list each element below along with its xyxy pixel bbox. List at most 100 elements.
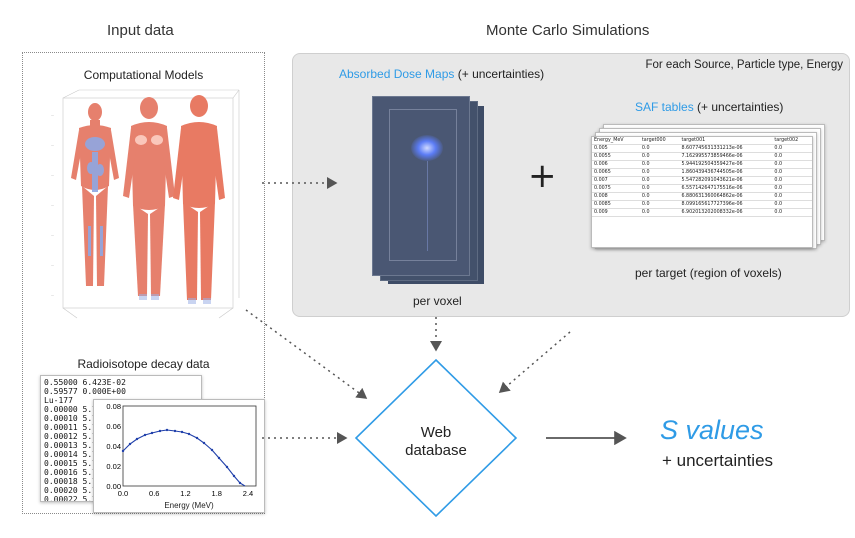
saf-table-cell: 0.0 [639, 152, 680, 161]
saf-table-cell: 7.162995573859466e-06 [679, 152, 773, 161]
decay-data-line: 0.00010 5.70 [44, 414, 102, 423]
saf-table-cell: 0.0 [639, 160, 680, 169]
saf-tables-label-highlight: SAF tables [635, 100, 694, 114]
web-database-line2: database [405, 442, 467, 459]
dose-maps-label-highlight: Absorbed Dose Maps [339, 67, 455, 81]
phantom-models-figure: ——————— [51, 89, 240, 319]
saf-table-cell: 5.547282091043621e-06 [679, 176, 773, 185]
saf-table-cell: 0.0 [772, 208, 812, 217]
saf-table-cell: 0.0 [772, 176, 812, 185]
input-data-header: Input data [107, 22, 174, 39]
saf-table-cell: 0.009 [592, 208, 640, 217]
saf-table-cell: 6.557142647175516e-06 [679, 184, 773, 193]
saf-table-cell: 0.008 [592, 192, 640, 201]
decay-xtick-label: 1.8 [212, 489, 222, 498]
saf-table-cell: 0.0 [639, 168, 680, 177]
saf-table-header: target002 [772, 137, 812, 145]
svg-text:—: — [51, 233, 54, 237]
saf-table-header: target001 [679, 137, 773, 145]
web-database-label: Web database [386, 424, 486, 460]
saf-table-cell: 0.0055 [592, 152, 640, 161]
saf-table-cell: 0.0 [772, 184, 812, 193]
computational-models-title: Computational Models [83, 68, 204, 82]
decay-data-line: 0.00012 5.70 [44, 432, 102, 441]
saf-table-cell: 0.0 [772, 168, 812, 177]
saf-table-cell: 0.0 [639, 144, 680, 153]
decay-data-line: 0.00015 5.70 [44, 459, 102, 468]
saf-table-cell: 5.944192504359427e-06 [679, 160, 773, 169]
decay-ytick-label: 0.08 [106, 402, 121, 411]
decay-data-line: 0.00022 5.70 [44, 495, 102, 502]
saf-tables-label-suffix: (+ uncertainties) [693, 100, 784, 114]
decay-data-line: 0.00018 5.70 [44, 477, 102, 486]
saf-table-cell: 8.099165617727396e-06 [679, 200, 773, 209]
decay-xtick-label: 0.6 [149, 489, 159, 498]
decay-data-line: 0.59577 0.000E+00 [44, 387, 126, 396]
saf-table-cell: 0.005 [592, 144, 640, 153]
dose-map-front [372, 96, 470, 276]
dose-hotspot [411, 135, 443, 161]
per-voxel-label: per voxel [413, 294, 462, 308]
decay-curve [122, 429, 246, 487]
dose-maps-label-suffix: (+ uncertainties) [454, 67, 545, 81]
web-database-diamond [354, 358, 518, 518]
saf-table-cell: 0.0 [639, 176, 680, 185]
saf-table-cell: 0.0 [639, 208, 680, 217]
svg-text:—: — [51, 173, 54, 177]
decay-data-line: 0.00016 5.70 [44, 468, 102, 477]
saf-table-cell: 0.0085 [592, 200, 640, 209]
monte-carlo-header: Monte Carlo Simulations [486, 22, 650, 39]
s-values-title: S values [660, 415, 764, 445]
decay-data-line: 0.00014 5.70 [44, 450, 102, 459]
saf-table-cell: 1.860439436744505e-06 [679, 168, 773, 177]
decay-data-line: Lu-177 [44, 396, 73, 405]
dose-maps-label: Absorbed Dose Maps (+ uncertainties) [339, 67, 544, 81]
saf-table-cell: 6.880631360064862e-06 [679, 192, 773, 201]
per-target-label: per target (region of voxels) [635, 266, 782, 280]
decay-data-line: 0.00011 5.70 [44, 423, 102, 432]
decay-ytick-label: 0.00 [106, 482, 121, 491]
saf-table-header: target000 [639, 137, 680, 145]
decay-data-line: 0.00020 5.70 [44, 486, 102, 495]
saf-table-cell: 0.007 [592, 176, 640, 185]
decay-xtick-label: 1.2 [180, 489, 190, 498]
monte-carlo-panel: For each Source, Particle type, Energy A… [292, 53, 850, 317]
saf-table-cell: 0.0 [639, 200, 680, 209]
decay-ytick-label: 0.04 [106, 442, 121, 451]
dose-map-stack [368, 96, 488, 286]
plus-sign: + [528, 156, 557, 196]
saf-table-cell: 0.0 [772, 144, 812, 153]
svg-text:—: — [51, 293, 54, 297]
saf-table-cell: 0.0065 [592, 168, 640, 177]
saf-table-cell: 8.607745631331213e-06 [679, 144, 773, 153]
saf-table-cell: 0.0075 [592, 184, 640, 193]
svg-text:—: — [51, 203, 54, 207]
input-data-panel: Computational Models ——————— [22, 52, 265, 514]
saf-table-cell: 0.0 [772, 200, 812, 209]
decay-xlabel: Energy (MeV) [164, 501, 214, 510]
decay-data-line: 0.00000 5.70 [44, 405, 102, 414]
saf-table-cell: 0.0 [772, 152, 812, 161]
s-values-subtitle: + uncertainties [662, 451, 774, 470]
decay-xtick-label: 0.0 [118, 489, 128, 498]
saf-table-cell: 0.0 [772, 160, 812, 169]
decay-data-line: 0.55000 6.423E-02 [44, 378, 126, 387]
decay-data-line: 0.00013 5.70 [44, 441, 102, 450]
decay-ytick-label: 0.02 [106, 462, 121, 471]
for-each-note: For each Source, Particle type, Energy [645, 59, 843, 71]
